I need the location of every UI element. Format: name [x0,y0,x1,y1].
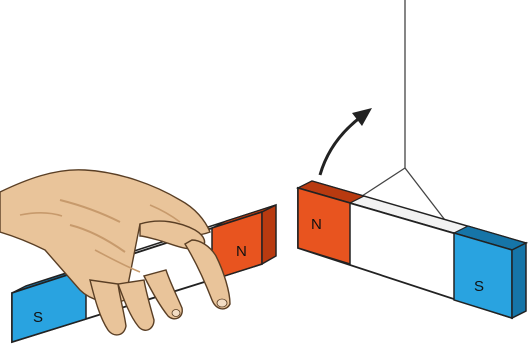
suspended-magnet-end-face [512,243,526,318]
held-magnet-end-face [262,205,276,264]
curved-arrow-icon [320,108,372,175]
held-magnet-right-label: N [236,243,247,260]
suspended-magnet-right-label: S [474,278,484,295]
suspended-magnet: N S [298,0,526,318]
suspension-thread-left [362,168,405,196]
suspended-magnet-left-label: N [311,216,322,233]
held-magnet-left-label: S [33,309,43,326]
